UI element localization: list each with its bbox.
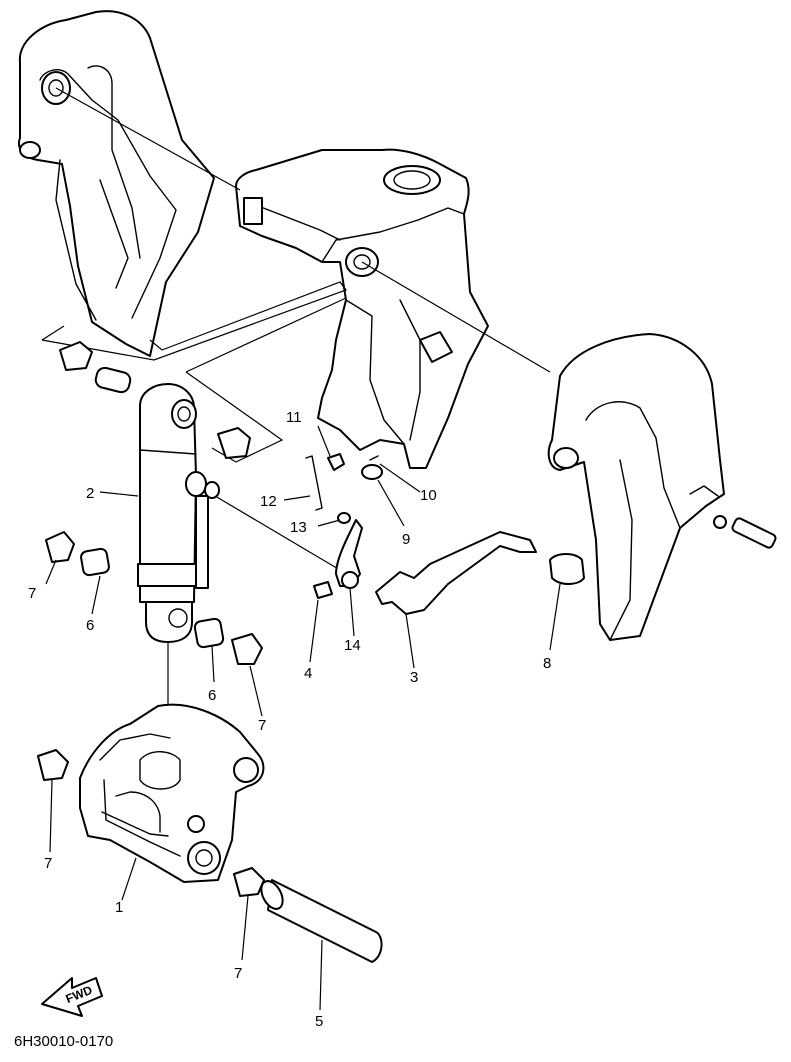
callout-14: 14 xyxy=(344,637,361,654)
left-clamp-bracket xyxy=(18,10,215,357)
tilt-cylinder xyxy=(137,383,220,643)
right-clamp-bracket xyxy=(547,333,725,641)
callout-2: 2 xyxy=(86,485,94,502)
callout-leaders xyxy=(45,425,561,1011)
upper-bushings xyxy=(59,341,251,459)
document-id: 6H30010-0170 xyxy=(14,1033,113,1050)
collar-7c xyxy=(37,749,69,781)
collar-7d xyxy=(233,867,265,897)
callouts: 1 2 3 4 5 6 6 7 7 7 7 8 9 10 11 12 13 14 xyxy=(28,409,551,1030)
bushing-6a xyxy=(80,547,110,577)
bushing-6b xyxy=(193,617,225,649)
callout-7d: 7 xyxy=(234,965,242,982)
pivot-shaft xyxy=(260,879,383,963)
callout-1: 1 xyxy=(115,899,123,916)
callout-13: 13 xyxy=(290,519,307,536)
callout-12: 12 xyxy=(260,493,277,510)
fwd-arrow: FWD xyxy=(41,977,103,1017)
callout-6b: 6 xyxy=(208,687,216,704)
tilt-lever-parts xyxy=(305,453,777,615)
callout-8: 8 xyxy=(543,655,551,672)
callout-4: 4 xyxy=(304,665,312,682)
callout-7b: 7 xyxy=(258,717,266,734)
callout-5: 5 xyxy=(315,1013,323,1030)
callout-11: 11 xyxy=(286,409,302,426)
callout-9: 9 xyxy=(402,531,410,548)
callout-7c: 7 xyxy=(44,855,52,872)
collar-7b xyxy=(231,633,263,665)
swivel-bracket xyxy=(235,148,489,469)
callout-7a: 7 xyxy=(28,585,36,602)
callout-10: 10 xyxy=(420,487,437,504)
callout-6a: 6 xyxy=(86,617,94,634)
tilt-bracket xyxy=(79,703,265,883)
callout-3: 3 xyxy=(410,669,418,686)
lower-bushings xyxy=(37,531,265,897)
collar-7a xyxy=(45,531,75,563)
